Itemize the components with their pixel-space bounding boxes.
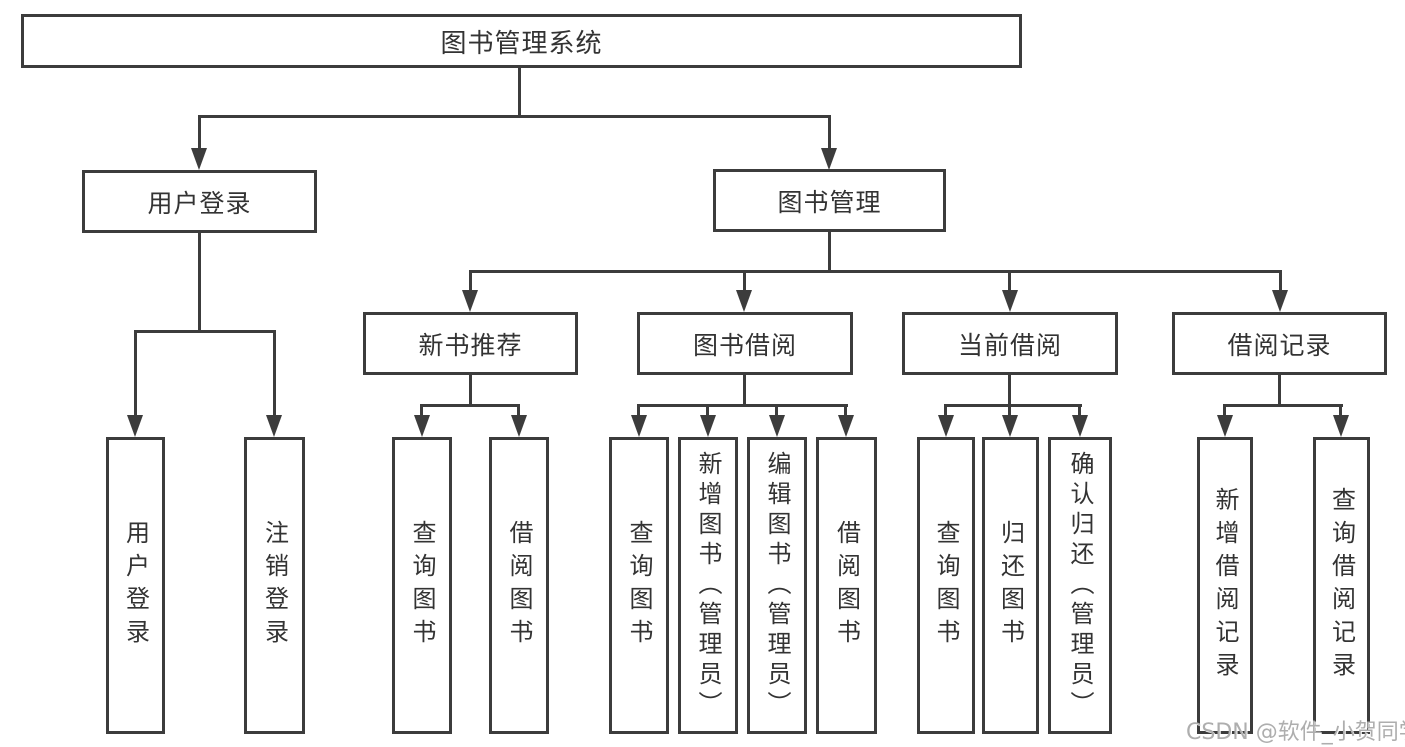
node-new-book-recommend-label: 新书推荐 (418, 330, 523, 360)
arrowhead-icon (462, 290, 478, 312)
leaf-add-borrow-record: 新增借阅记录 (1197, 437, 1253, 734)
connector-line (1339, 404, 1342, 417)
arrowhead-icon (736, 290, 752, 312)
connector-line (828, 115, 831, 148)
arrowhead-icon (127, 415, 143, 437)
arrowhead-icon (266, 415, 282, 437)
node-root: 图书管理系统 (21, 14, 1022, 68)
connector-line (469, 270, 472, 292)
node-borrow-records-label: 借阅记录 (1227, 330, 1332, 360)
node-root-label: 图书管理系统 (440, 28, 603, 59)
leaf-query-books-3: 查询图书 (917, 437, 975, 734)
arrowhead-icon (700, 415, 716, 437)
connector-line (1008, 270, 1011, 292)
leaf-logout-label: 注销登录 (260, 519, 289, 652)
connector-line (1223, 404, 1343, 407)
node-current-borrow-label: 当前借阅 (957, 330, 1062, 360)
leaf-borrow-books-1: 借阅图书 (489, 437, 549, 734)
leaf-user-login: 用户登录 (106, 437, 165, 734)
leaf-query-books-2: 查询图书 (609, 437, 669, 734)
arrowhead-icon (769, 415, 785, 437)
leaf-query-books-2-label: 查询图书 (625, 519, 653, 652)
node-user-login-label: 用户登录 (147, 188, 252, 218)
leaf-query-borrow-record: 查询借阅记录 (1313, 437, 1370, 734)
connector-line (518, 68, 521, 118)
arrowhead-icon (1272, 290, 1288, 312)
leaf-edit-books-admin-label: 编辑图书（管理员） (763, 450, 791, 721)
node-book-management-label: 图书管理 (777, 187, 882, 217)
connector-line (1279, 270, 1282, 292)
leaf-query-borrow-record-label: 查询借阅记录 (1327, 486, 1356, 685)
connector-line (273, 330, 276, 417)
arrowhead-icon (511, 415, 527, 437)
arrowhead-icon (821, 148, 837, 170)
leaf-confirm-return-admin: 确认归还（管理员） (1048, 437, 1112, 734)
arrowhead-icon (1002, 415, 1018, 437)
leaf-user-login-label: 用户登录 (121, 519, 150, 652)
leaf-edit-books-admin: 编辑图书（管理员） (747, 437, 807, 734)
csdn-watermark: CSDN @软件_小贺同学 (1186, 720, 1405, 745)
leaf-query-books-1: 查询图书 (392, 437, 452, 734)
leaf-borrow-books-2: 借阅图书 (816, 437, 877, 734)
connector-line (134, 330, 137, 417)
connector-line (944, 404, 1082, 407)
connector-line (743, 270, 746, 292)
arrowhead-icon (1333, 415, 1349, 437)
arrowhead-icon (838, 415, 854, 437)
leaf-add-borrow-record-label: 新增借阅记录 (1211, 486, 1239, 685)
connector-line (1223, 404, 1226, 417)
connector-line (944, 404, 947, 417)
connector-line (517, 404, 520, 417)
node-borrow-records: 借阅记录 (1172, 312, 1387, 375)
leaf-borrow-books-1-label: 借阅图书 (505, 519, 533, 652)
connector-line (775, 404, 778, 417)
connector-line (469, 375, 472, 407)
connector-line (198, 115, 831, 118)
connector-line (1278, 375, 1281, 407)
leaf-return-books-label: 归还图书 (996, 519, 1025, 652)
node-user-login: 用户登录 (82, 170, 317, 233)
leaf-logout: 注销登录 (244, 437, 305, 734)
leaf-confirm-return-admin-label: 确认归还（管理员） (1066, 450, 1094, 721)
leaf-query-books-3-label: 查询图书 (932, 519, 960, 652)
connector-line (420, 404, 520, 407)
connector-line (637, 404, 848, 407)
connector-line (469, 270, 1282, 273)
connector-line (1008, 404, 1011, 417)
connector-line (637, 404, 640, 417)
leaf-add-books-admin: 新增图书（管理员） (678, 437, 738, 734)
leaf-return-books: 归还图书 (982, 437, 1039, 734)
connector-line (420, 404, 423, 417)
arrowhead-icon (191, 148, 207, 170)
connector-line (743, 375, 746, 407)
node-book-management: 图书管理 (713, 169, 946, 232)
arrowhead-icon (1072, 415, 1088, 437)
node-book-borrow-label: 图书借阅 (692, 330, 797, 360)
connector-line (198, 115, 201, 148)
arrowhead-icon (414, 415, 430, 437)
connector-line (1078, 404, 1081, 417)
arrowhead-icon (938, 415, 954, 437)
connector-line (706, 404, 709, 417)
arrowhead-icon (1002, 290, 1018, 312)
node-current-borrow: 当前借阅 (902, 312, 1118, 375)
connector-line (198, 233, 201, 333)
connector-line (134, 330, 275, 333)
connector-line (1008, 375, 1011, 407)
connector-line (844, 404, 847, 417)
arrowhead-icon (631, 415, 647, 437)
node-book-borrow: 图书借阅 (637, 312, 853, 375)
leaf-query-books-1-label: 查询图书 (408, 519, 436, 652)
connector-line (828, 232, 831, 273)
node-new-book-recommend: 新书推荐 (363, 312, 578, 375)
arrowhead-icon (1217, 415, 1233, 437)
leaf-add-books-admin-label: 新增图书（管理员） (694, 450, 722, 721)
leaf-borrow-books-2-label: 借阅图书 (832, 519, 861, 652)
